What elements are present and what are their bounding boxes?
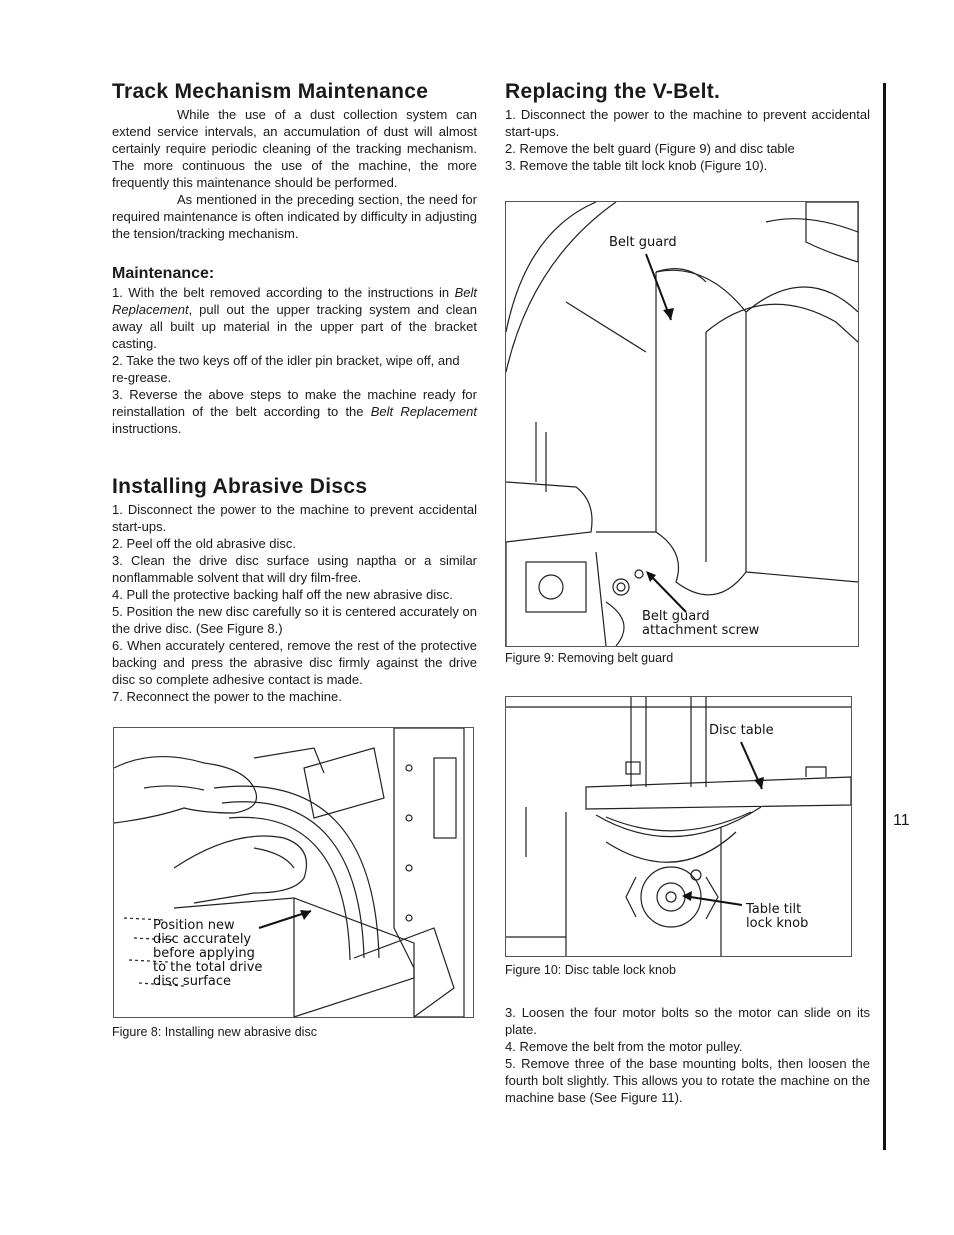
figure-9-drawing: Belt guard Belt guard attachment screw [506,202,858,646]
fig8-callout-line-5: disc surface [153,974,231,989]
figure-10-drawing: Disc table Table tilt lock knob [506,697,851,956]
vbelt-continued-steps: 3. Loosen the four motor bolts so the mo… [505,1004,870,1106]
figure-9-illustration: Belt guard Belt guard attachment screw [505,201,859,647]
install-step-4: 4. Pull the protective backing half off … [112,587,453,602]
page-number: 11 [893,812,910,829]
replacing-vbelt-heading: Replacing the V-Belt. [505,80,721,103]
fig9-screw-label-line-2: attachment screw [642,623,760,638]
right-column: Replacing the V-Belt. 1. Disconnect the … [505,78,870,174]
fig8-callout-line-2: disc accurately [153,932,251,947]
figure-8-illustration: Position new disc accurately before appl… [113,727,474,1018]
vbelt-step-2: 2. Remove the belt guard (Figure 9) and … [505,141,795,156]
vbelt-step-4: 4. Remove the belt from the motor pulley… [505,1039,743,1054]
install-step-2: 2. Peel off the old abrasive disc. [112,536,297,551]
figure-10-illustration: Disc table Table tilt lock knob [505,696,852,957]
installing-discs-heading: Installing Abrasive Discs [112,475,368,498]
figure-10-caption: Figure 10: Disc table lock knob [505,963,676,977]
figure-9-caption: Figure 9: Removing belt guard [505,651,674,665]
fig9-screw-label-line-1: Belt guard [642,609,710,624]
fig10-disc-table-label: Disc table [709,723,774,738]
install-step-5: 5. Position the new disc carefully so it… [112,604,477,636]
fig9-belt-guard-label: Belt guard [609,235,677,250]
maintenance-step-1: 1. With the belt removed according to th… [112,285,477,351]
install-step-6: 6. When accurately centered, remove the … [112,638,477,687]
install-step-7: 7. Reconnect the power to the machine. [112,689,342,704]
track-mechanism-heading: Track Mechanism Maintenance [112,80,429,103]
track-paragraph-2: As mentioned in the preceding section, t… [112,192,477,241]
install-step-3: 3. Clean the drive disc surface using na… [112,553,477,585]
vbelt-step-1: 1. Disconnect the power to the machine t… [505,107,870,139]
vbelt-step-5: 5. Remove three of the base mounting bol… [505,1056,870,1105]
vbelt-step-3: 3. Remove the table tilt lock knob (Figu… [505,158,768,173]
fig8-callout-line-4: to the total drive [153,960,262,975]
fig8-callout-line-1: Position new [153,918,235,933]
fig8-callout-line-3: before applying [153,946,255,961]
page-edge-bar [883,83,886,1150]
maintenance-step-2: 2. Take the two keys off of the idler pi… [112,353,460,385]
figure-8-drawing: Position new disc accurately before appl… [114,728,465,1017]
fig10-knob-label-line-1: Table tilt [745,902,801,917]
maintenance-step-3: 3. Reverse the above steps to make the m… [112,387,477,436]
maintenance-heading: Maintenance: [112,265,215,282]
fig10-knob-label-line-2: lock knob [746,916,808,931]
left-column: Track Mechanism Maintenance While the us… [112,78,477,705]
vbelt-step-3b: 3. Loosen the four motor bolts so the mo… [505,1005,870,1037]
figure-8-caption: Figure 8: Installing new abrasive disc [112,1025,317,1039]
track-paragraph-1: While the use of a dust collection syste… [112,107,477,190]
install-step-1: 1. Disconnect the power to the machine t… [112,502,477,534]
